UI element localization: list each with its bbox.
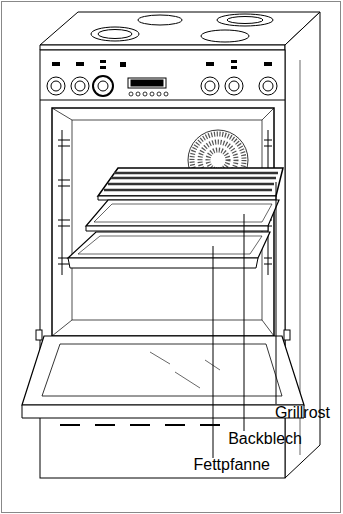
part-label: Backblech — [228, 430, 302, 448]
part-label: Fettpfanne — [194, 456, 271, 474]
cooktop — [40, 12, 320, 45]
grill-rack — [98, 168, 283, 200]
part-label: Grillrost — [275, 404, 330, 422]
baking-tray — [86, 200, 279, 231]
oven-door — [22, 330, 304, 425]
cooktop-edge — [40, 45, 285, 50]
hotplates — [91, 14, 273, 42]
oven-cavity — [52, 108, 274, 336]
leader-lines — [213, 182, 276, 458]
control-panel — [40, 60, 285, 100]
drip-pan — [68, 232, 270, 268]
